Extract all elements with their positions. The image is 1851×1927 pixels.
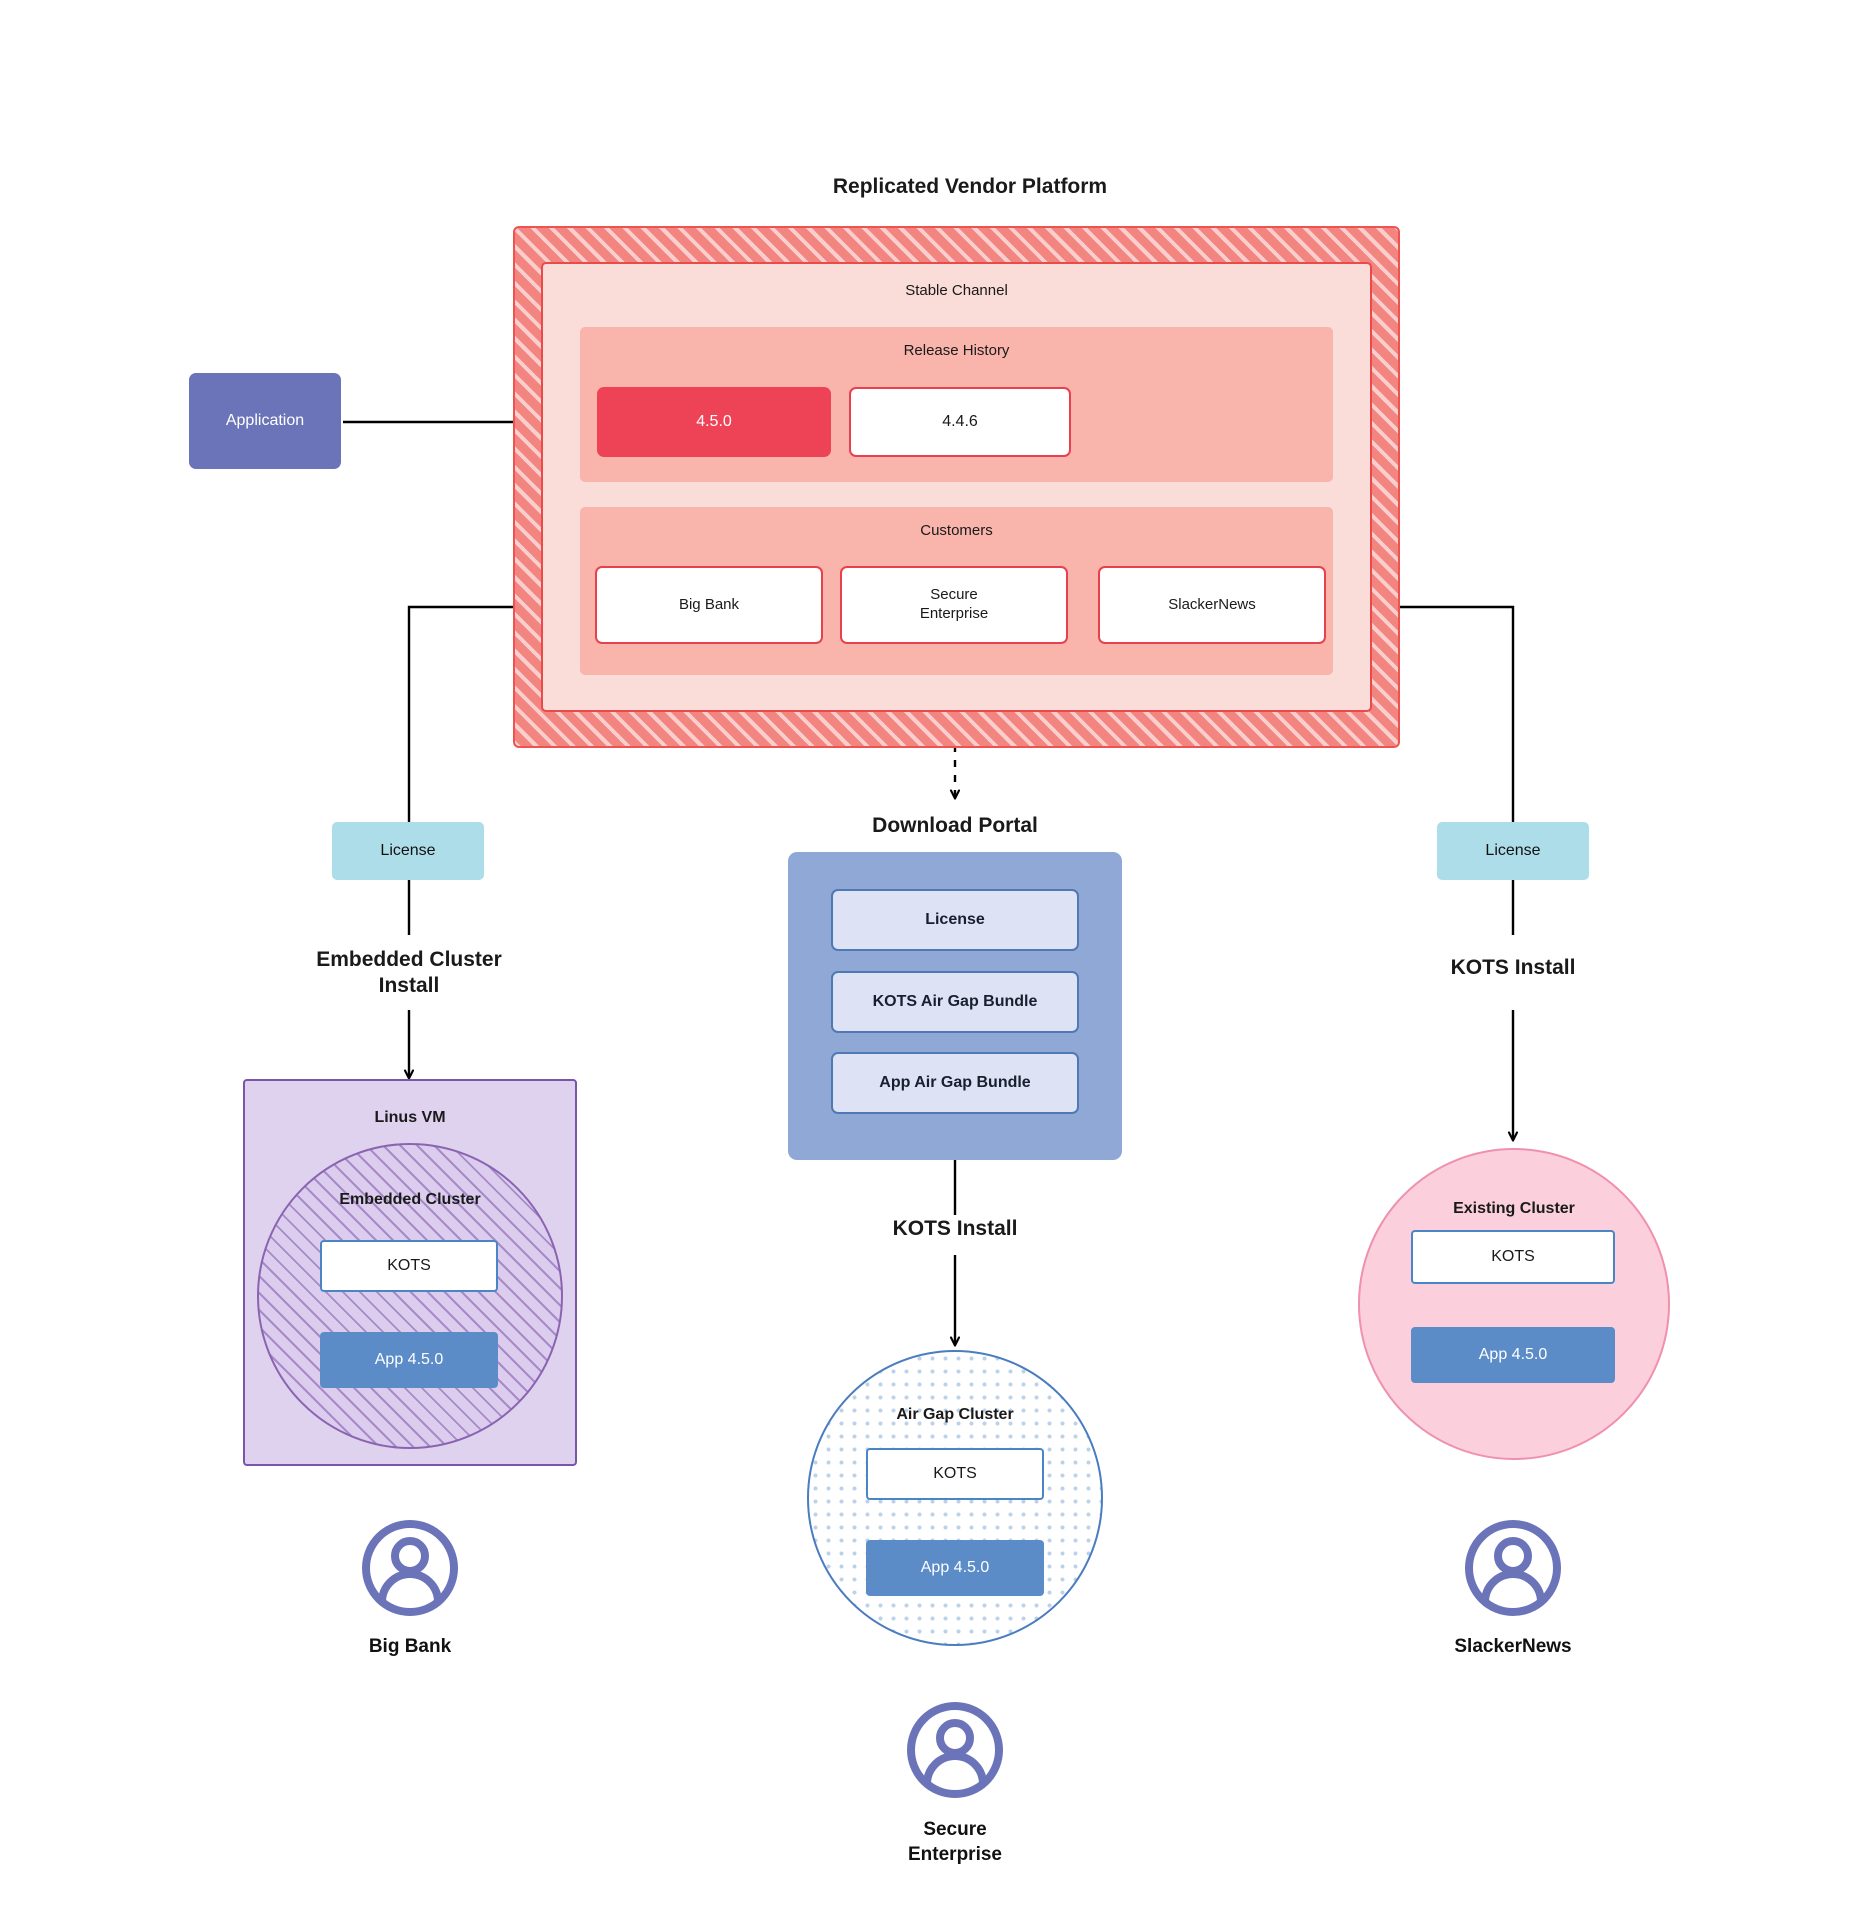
release-history-title: Release History (903, 342, 1010, 359)
customer-chip-slackernews[interactable]: SlackerNews (1098, 566, 1326, 644)
flow-label-center-kots-install: KOTS Install (892, 1216, 1018, 1240)
application-box[interactable]: Application (189, 373, 341, 469)
kots-box-left[interactable]: KOTS (320, 1240, 498, 1292)
flow-label-right-kots-install: KOTS Install (1450, 955, 1576, 979)
existing-cluster-circle: Existing Cluster (1358, 1148, 1670, 1460)
customers-title: Customers (920, 522, 993, 539)
air-gap-cluster-title: Air Gap Cluster (896, 1406, 1014, 1423)
portal-item-license[interactable]: License (831, 889, 1079, 951)
persona-label-secure-enterprise: Secure Enterprise (908, 1819, 1002, 1865)
customer-chip-big-bank[interactable]: Big Bank (595, 566, 823, 644)
license-chip-right[interactable]: License (1437, 822, 1589, 880)
portal-item-kots-air-gap-bundle[interactable]: KOTS Air Gap Bundle (831, 971, 1079, 1033)
app-version-box-left[interactable]: App 4.5.0 (320, 1332, 498, 1388)
avatar-secure-enterprise (907, 1702, 1003, 1798)
page-title: Replicated Vendor Platform (832, 174, 1108, 198)
avatar-slackernews (1465, 1520, 1561, 1616)
portal-item-app-air-gap-bundle[interactable]: App Air Gap Bundle (831, 1052, 1079, 1114)
stable-channel-title: Stable Channel (905, 282, 1008, 299)
embedded-cluster-circle: Embedded Cluster (257, 1143, 563, 1449)
release-chip[interactable]: 4.4.6 (849, 387, 1071, 457)
linux-vm-title: Linus VM (374, 1109, 446, 1126)
persona-label-big-bank: Big Bank (368, 1636, 452, 1657)
kots-box-center[interactable]: KOTS (866, 1448, 1044, 1500)
app-version-box-right[interactable]: App 4.5.0 (1411, 1327, 1615, 1383)
release-chip-active[interactable]: 4.5.0 (597, 387, 831, 457)
license-chip-left[interactable]: License (332, 822, 484, 880)
embedded-cluster-title: Embedded Cluster (339, 1191, 481, 1208)
app-version-box-center[interactable]: App 4.5.0 (866, 1540, 1044, 1596)
existing-cluster-title: Existing Cluster (1453, 1200, 1575, 1217)
persona-label-slackernews: SlackerNews (1454, 1636, 1572, 1657)
kots-box-right[interactable]: KOTS (1411, 1230, 1615, 1284)
customer-chip-secure-enterprise[interactable]: Secure Enterprise (840, 566, 1068, 644)
download-portal-title: Download Portal (872, 813, 1038, 837)
flow-label-embedded-cluster-install: Embedded Cluster Install (316, 947, 502, 997)
avatar-big-bank (362, 1520, 458, 1616)
